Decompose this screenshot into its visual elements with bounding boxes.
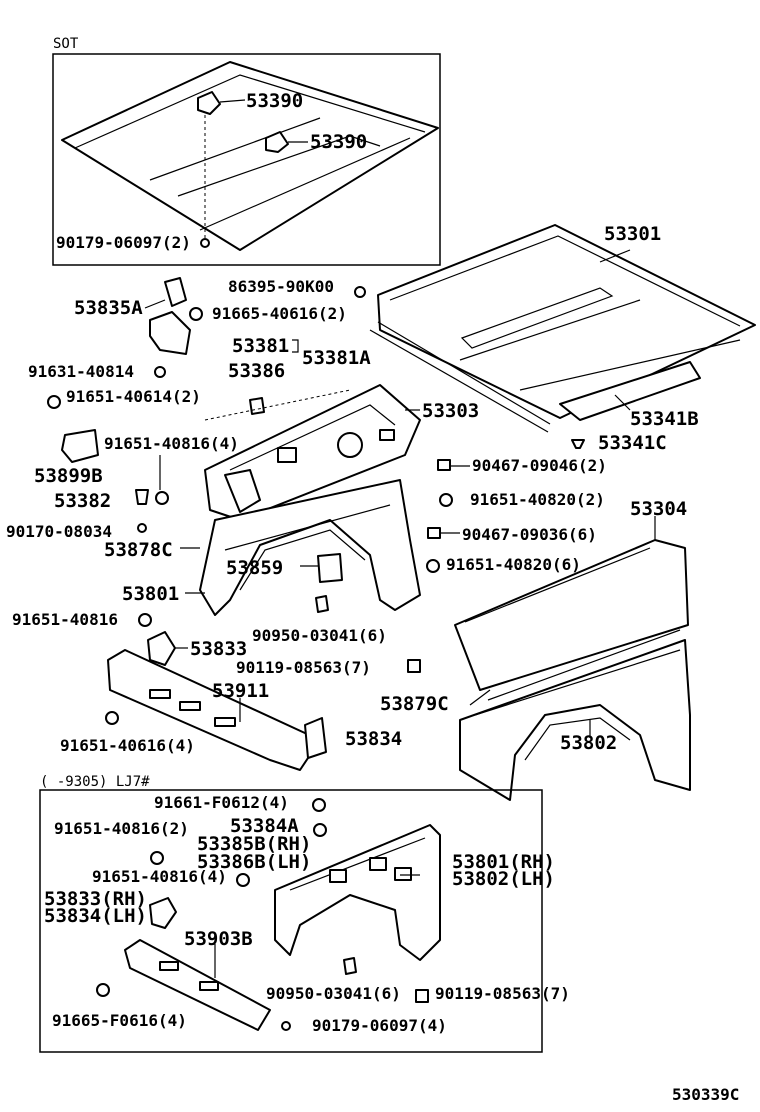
label-53899b: 53899B (34, 465, 103, 487)
pin-53382-icon (135, 489, 149, 505)
label-91651-40616-4: 91651-40616(4) (60, 736, 195, 755)
label-53802: 53802 (560, 732, 617, 754)
label-53834-lh: 53834(LH) (44, 905, 147, 927)
bolt-icon-90119-lj7 (415, 989, 429, 1003)
bolt-icon-91651-40820-6 (426, 559, 440, 573)
label-53801: 53801 (122, 583, 179, 605)
bracket-53899b-icon (61, 429, 99, 463)
label-53878c: 53878C (104, 539, 173, 561)
figure-id: 530339C (672, 1085, 739, 1104)
label-53801-rh: 53801(RH) (452, 851, 555, 873)
apron-53801 (180, 479, 421, 616)
label-53390-b: 53390 (310, 131, 367, 153)
stud-90950-icon (315, 595, 329, 613)
label-90467-09046-2: 90467-09046(2) (472, 456, 607, 475)
label-91651-40820-6: 91651-40820(6) (446, 555, 581, 574)
support-53911 (107, 649, 321, 771)
lj7-apron-shape (274, 824, 441, 961)
hinge-53835a (144, 277, 203, 378)
label-91661-f0612-4: 91661-F0612(4) (154, 793, 289, 812)
label-90950-03041-6a: 90950-03041(6) (252, 626, 387, 645)
label-53835a: 53835A (74, 297, 143, 319)
bolt-icon-91665-f0616 (96, 983, 110, 997)
label-53381a: 53381A (302, 347, 371, 369)
fender-assembly (454, 516, 691, 801)
label-91665-40616-2: 91665-40616(2) (212, 304, 347, 323)
label-91651-40816-4b: 91651-40816(4) (92, 867, 227, 886)
seal-53859-icon (317, 553, 343, 583)
lj7-bracket-icon (149, 897, 177, 929)
clip-86395-icon (354, 286, 366, 298)
cowl-53303 (204, 384, 421, 521)
label-53384a: 53384A (230, 815, 299, 837)
label-53381: 53381 (232, 335, 289, 357)
label-53911: 53911 (212, 680, 269, 702)
clip-90467-09036-icon (427, 527, 441, 539)
label-91651-40816-2: 91651-40816(2) (54, 819, 189, 838)
label-90467-09036-6: 90467-09036(6) (462, 525, 597, 544)
stud-icon-lj7 (343, 957, 357, 975)
label-53341c: 53341C (598, 432, 667, 454)
label-53385b-rh: 53385B(RH) (197, 833, 311, 855)
sot-bracket-icon-a (197, 91, 221, 115)
label-90950-03041-6b: 90950-03041(6) (266, 984, 401, 1003)
label-91651-40816: 91651-40816 (12, 610, 118, 629)
label-90119-08563-7b: 90119-08563(7) (435, 984, 570, 1003)
bolt-icon-91661 (312, 798, 326, 812)
label-53303: 53303 (422, 400, 479, 422)
clip-90467-09046-icon (437, 459, 451, 471)
label-53301: 53301 (604, 223, 661, 245)
label-86395-90k00: 86395-90K00 (228, 277, 334, 296)
label-53834: 53834 (345, 728, 402, 750)
bolt-icon-91651-40816-a (155, 491, 169, 505)
lj7-panel-label: ( -9305) LJ7# (40, 774, 150, 790)
label-53304: 53304 (630, 498, 687, 520)
clip-53341c-icon (571, 439, 585, 449)
bolt-icon-91665 (189, 307, 203, 321)
sot-panel-label: SOT (53, 36, 79, 52)
bolt-icon-91651-40820-2 (439, 493, 453, 507)
bolt-icon-91651-40816-4b (236, 873, 250, 887)
label-53833: 53833 (190, 638, 247, 660)
sot-bracket-icon-b (265, 131, 289, 153)
hood-53301-shape (377, 224, 756, 419)
label-91631-40814: 91631-40814 (28, 362, 134, 381)
sot-panel: SOT (52, 36, 441, 266)
bolt-icon-91651-40816-b (138, 613, 152, 627)
sot-hood-shape (61, 61, 439, 251)
label-53802-lh: 53802(LH) (452, 868, 555, 890)
label-91651-40820-2: 91651-40820(2) (470, 490, 605, 509)
label-53879c: 53879C (380, 693, 449, 715)
label-90119-08563-7a: 90119-08563(7) (236, 658, 371, 677)
label-91665-f0616-4: 91665-F0616(4) (52, 1011, 187, 1030)
label-90179-06097-2: 90179-06097(2) (56, 233, 191, 252)
bolt-90119-icon (407, 659, 421, 673)
lj7-panel: ( -9305) LJ7# (39, 774, 543, 1053)
hood-assembly (354, 224, 756, 449)
sot-nut-icon (200, 238, 210, 248)
label-53859: 53859 (226, 557, 283, 579)
nut-icon-53384a (313, 823, 327, 837)
nut-icon-90170 (137, 523, 147, 533)
label-53903b: 53903B (184, 928, 253, 950)
bolt-icon-91651-40616 (105, 711, 119, 725)
label-53386b-lh: 53386B(LH) (197, 851, 311, 873)
bracket-53833-icon (147, 631, 176, 666)
label-90179-06097-4: 90179-06097(4) (312, 1016, 447, 1035)
label-91651-40614-2: 91651-40614(2) (66, 387, 201, 406)
label-90170-08034: 90170-08034 (6, 522, 112, 541)
label-53833-rh: 53833(RH) (44, 888, 147, 910)
bracket-53834-icon (304, 717, 327, 759)
label-53382: 53382 (54, 490, 111, 512)
label-91651-40816-4a: 91651-40816(4) (104, 434, 239, 453)
bolt-icon-91651-40614 (47, 395, 61, 409)
bolt-icon-91651-40816-2 (150, 851, 164, 865)
label-53341b: 53341B (630, 408, 699, 430)
label-53390-a: 53390 (246, 90, 303, 112)
bolt-icon-91631 (154, 366, 166, 378)
label-53386: 53386 (228, 360, 285, 382)
nut-icon-90179-06097 (281, 1021, 291, 1031)
stopper-53386-icon (249, 397, 265, 415)
